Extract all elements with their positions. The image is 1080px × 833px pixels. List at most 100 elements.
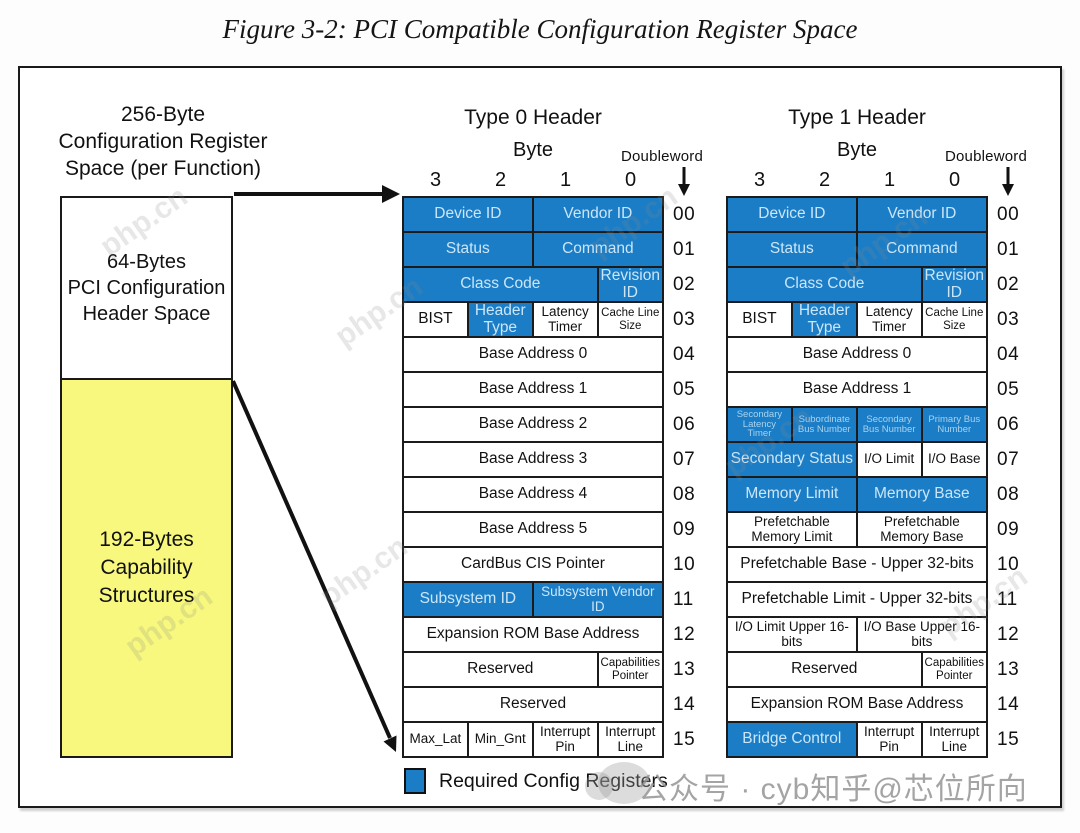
doubleword-number: 13 <box>997 658 1020 680</box>
doubleword-number: 01 <box>673 238 696 260</box>
doubleword-number: 05 <box>997 378 1020 400</box>
doubleword-number: 07 <box>997 448 1020 470</box>
header-space-line: PCI Configuration <box>67 277 226 299</box>
required-register-swatch <box>404 768 426 794</box>
register-cell: Max_Lat <box>404 723 467 756</box>
heading-line: Configuration Register <box>58 130 268 153</box>
doubleword-number: 13 <box>673 658 696 680</box>
doubleword-number: 08 <box>997 483 1020 505</box>
register-cell: Command <box>533 233 662 266</box>
byte-number: 3 <box>753 169 766 191</box>
register-cell: Primary Bus Number <box>922 408 986 441</box>
register-cell: Capabilities Pointer <box>598 653 662 686</box>
type0-doubleword-label: Doubleword <box>620 148 704 165</box>
register-cell: Vendor ID <box>533 198 662 231</box>
register-cell: Revision ID <box>922 267 986 301</box>
type1-doubleword-label: Doubleword <box>944 148 1028 165</box>
byte-number: 0 <box>948 169 961 191</box>
doubleword-number: 09 <box>997 518 1020 540</box>
register-cell: Secondary Latency Timer <box>728 408 791 441</box>
type1-title: Type 1 Header <box>788 106 926 129</box>
register-cell: Latency Timer <box>533 303 597 336</box>
byte-number: 1 <box>559 169 572 191</box>
watermark-logo-blob <box>585 772 613 800</box>
doubleword-number: 05 <box>673 378 696 400</box>
header-space-line: Header Space <box>82 303 211 325</box>
doubleword-number: 02 <box>997 273 1020 295</box>
register-cell: Vendor ID <box>857 198 986 231</box>
figure-title: Figure 3-2: PCI Compatible Configuration… <box>222 14 858 44</box>
doubleword-number: 15 <box>997 728 1020 750</box>
register-cell: Prefetchable Memory Limit <box>728 513 856 546</box>
register-cell: Reserved <box>404 688 662 721</box>
capability-line: Capability <box>100 556 193 579</box>
register-cell: Base Address 3 <box>404 443 662 476</box>
register-cell: Reserved <box>404 653 597 686</box>
doubleword-number: 03 <box>673 308 696 330</box>
register-cell: Subsystem ID <box>404 583 532 616</box>
register-cell: Prefetchable Base - Upper 32-bits <box>728 548 986 581</box>
register-cell: Memory Limit <box>728 478 856 511</box>
register-cell: Revision ID <box>598 267 662 301</box>
register-cell: Base Address 4 <box>404 478 662 511</box>
register-cell: CardBus CIS Pointer <box>404 548 662 581</box>
doubleword-number: 07 <box>673 448 696 470</box>
doubleword-number: 02 <box>673 273 696 295</box>
byte-number: 2 <box>818 169 831 191</box>
byte-number: 2 <box>494 169 507 191</box>
doubleword-number: 10 <box>673 553 696 575</box>
type1-doubleword-column: 00 01 02 03 04 05 06 07 08 09 10 11 12 13 14 15 <box>997 196 1041 758</box>
register-cell: Base Address 2 <box>404 408 662 441</box>
register-cell: Prefetchable Memory Base <box>857 513 986 546</box>
register-cell: Header Type <box>792 303 856 336</box>
register-cell: I/O Base <box>922 443 986 476</box>
register-cell: BIST <box>404 303 467 336</box>
register-cell: Subordinate Bus Number <box>792 408 856 441</box>
doubleword-number: 11 <box>997 588 1018 610</box>
register-cell: Status <box>728 233 856 266</box>
doubleword-number: 12 <box>997 623 1020 645</box>
legend-label: Required Config Registers <box>439 769 668 792</box>
register-cell: Device ID <box>404 198 532 231</box>
register-cell: Base Address 5 <box>404 513 662 546</box>
register-cell: I/O Limit <box>857 443 921 476</box>
register-cell: Interrupt Pin <box>857 723 921 756</box>
register-cell: Prefetchable Limit - Upper 32-bits <box>728 583 986 616</box>
doubleword-number: 09 <box>673 518 696 540</box>
capability-line: Structures <box>98 584 195 607</box>
doubleword-number: 15 <box>673 728 696 750</box>
register-cell: Expansion ROM Base Address <box>404 618 662 651</box>
legend: Required Config Registers <box>404 768 668 794</box>
register-cell: Device ID <box>728 198 856 231</box>
register-cell: Cache Line Size <box>922 303 986 336</box>
doubleword-number: 01 <box>997 238 1020 260</box>
register-cell: Min_Gnt <box>468 723 532 756</box>
doubleword-number: 06 <box>997 413 1020 435</box>
register-cell: Base Address 1 <box>404 373 662 406</box>
register-cell: Class Code <box>728 268 921 301</box>
doubleword-number: 10 <box>997 553 1020 575</box>
doubleword-number: 14 <box>997 693 1020 715</box>
type0-title: Type 0 Header <box>464 106 602 129</box>
doubleword-number: 00 <box>997 203 1020 225</box>
doubleword-number: 14 <box>673 693 696 715</box>
doubleword-number: 11 <box>673 588 694 610</box>
doubleword-number: 06 <box>673 413 696 435</box>
doubleword-number: 08 <box>673 483 696 505</box>
heading-line: Space (per Function) <box>64 157 262 180</box>
register-cell: Secondary Bus Number <box>857 408 921 441</box>
register-cell: Capabilities Pointer <box>922 653 986 686</box>
register-cell: Base Address 1 <box>728 373 986 406</box>
register-cell: Expansion ROM Base Address <box>728 688 986 721</box>
config-space-heading: 256-Byte Configuration Register Space (p… <box>26 101 300 182</box>
doubleword-number: 04 <box>997 343 1020 365</box>
doubleword-number: 12 <box>673 623 696 645</box>
register-cell: Cache Line Size <box>598 303 662 336</box>
doubleword-number: 03 <box>997 308 1020 330</box>
capability-structures-box: 192-Bytes Capability Structures <box>60 378 233 758</box>
doubleword-number: 00 <box>673 203 696 225</box>
byte-number: 3 <box>429 169 442 191</box>
register-cell: Class Code <box>404 268 597 301</box>
register-cell: Status <box>404 233 532 266</box>
